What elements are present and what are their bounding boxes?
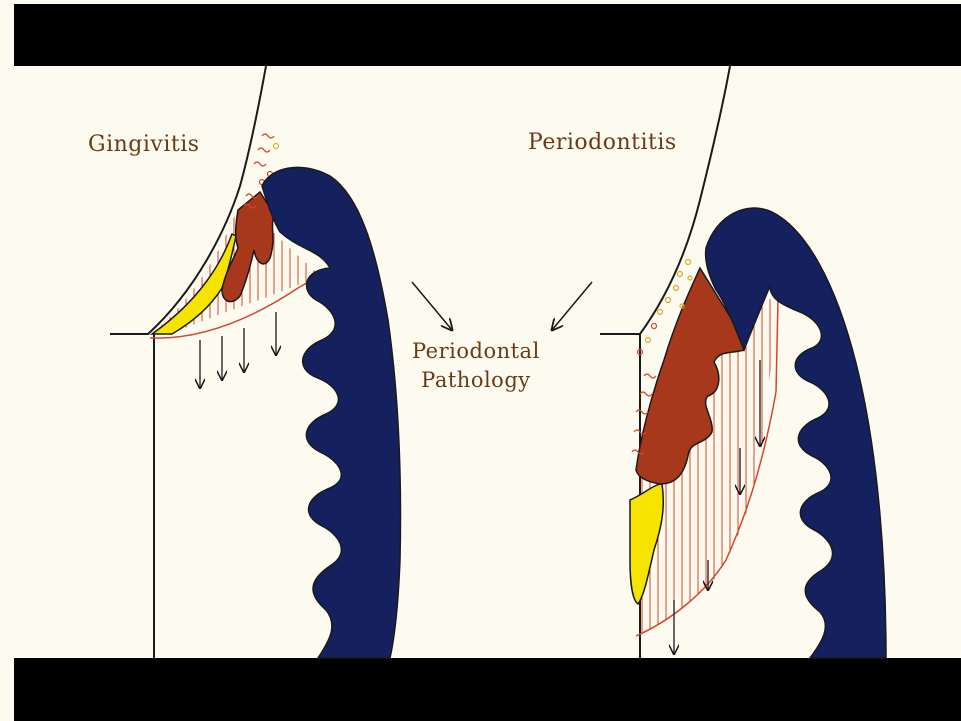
periodontitis-label: Periodontitis <box>528 130 677 155</box>
periodontal-pathology-label: Periodontal Pathology <box>412 337 540 395</box>
center-label-line2: Pathology <box>412 366 540 395</box>
dark-tooth-shape-left <box>262 167 401 658</box>
center-arrows <box>412 282 592 330</box>
arrows-left <box>200 312 276 388</box>
gingivitis-label: Gingivitis <box>88 132 200 157</box>
center-label-line1: Periodontal <box>412 337 540 366</box>
